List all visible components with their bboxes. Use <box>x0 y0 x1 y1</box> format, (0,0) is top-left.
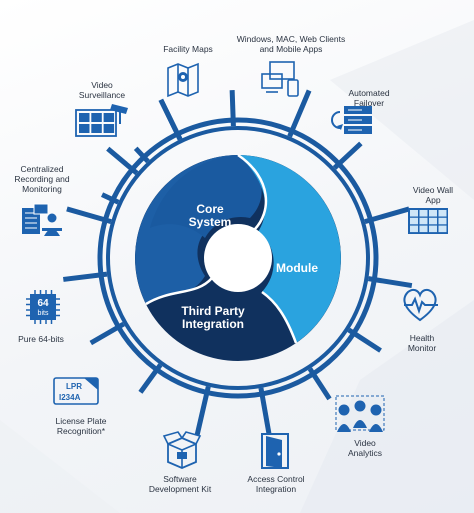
label-video-surveillance: Video Surveillance <box>78 80 126 100</box>
label-facility-maps: Facility Maps <box>163 44 213 54</box>
sdk-box-icon <box>162 431 202 469</box>
video-surveillance-icon <box>75 104 128 137</box>
inner-ring <box>106 126 370 390</box>
label-access-control: Access Control Integration <box>247 474 305 494</box>
label-centralized-recording: Centralized Recording and Monitoring <box>14 164 70 194</box>
chip-top-text: 64 <box>37 298 49 309</box>
map-icon <box>167 62 199 98</box>
bg-facet <box>300 300 474 513</box>
label-sdk: Software Development Kit <box>148 474 212 494</box>
bg-facet <box>0 420 120 513</box>
label-health-monitor: Health Monitor <box>407 333 437 353</box>
server-failover-icon <box>331 106 372 134</box>
core-system-label: Core System <box>188 202 232 229</box>
lpr-bottom-text: I234A <box>59 393 81 402</box>
lpr-top-text: LPR <box>66 382 82 391</box>
chip-bottom-text: bits <box>38 310 49 317</box>
label-pure-64: Pure 64-bits <box>18 334 64 344</box>
recording-monitoring-icon <box>22 203 62 236</box>
separator-line <box>145 277 213 306</box>
spoke-line <box>100 192 120 205</box>
module-label: Module <box>276 261 318 275</box>
label-automated-failover: Automated Failover <box>348 88 390 108</box>
outer-ring <box>97 117 379 399</box>
label-clients-apps: Windows, MAC, Web Clients and Mobile App… <box>236 34 346 54</box>
separator-line <box>261 290 298 344</box>
devices-icon <box>261 61 299 97</box>
bg-facet <box>330 20 474 200</box>
segment-core-system-top <box>150 155 262 238</box>
center-hole <box>204 224 272 292</box>
people-analytics-icon <box>335 395 385 432</box>
heart-pulse-icon <box>403 288 438 322</box>
label-lpr: License Plate Recognition* <box>55 416 107 436</box>
segment-module <box>238 155 341 343</box>
label-video-analytics: Video Analytics <box>347 438 382 458</box>
third-party-label: Third Party Integration <box>181 304 245 331</box>
separator-line <box>237 153 268 231</box>
spoke-line <box>133 146 150 164</box>
video-wall-icon <box>408 208 448 234</box>
license-plate-icon: LPR I234A <box>53 377 99 405</box>
label-video-wall: Video Wall App <box>412 185 454 205</box>
door-icon <box>261 433 289 469</box>
